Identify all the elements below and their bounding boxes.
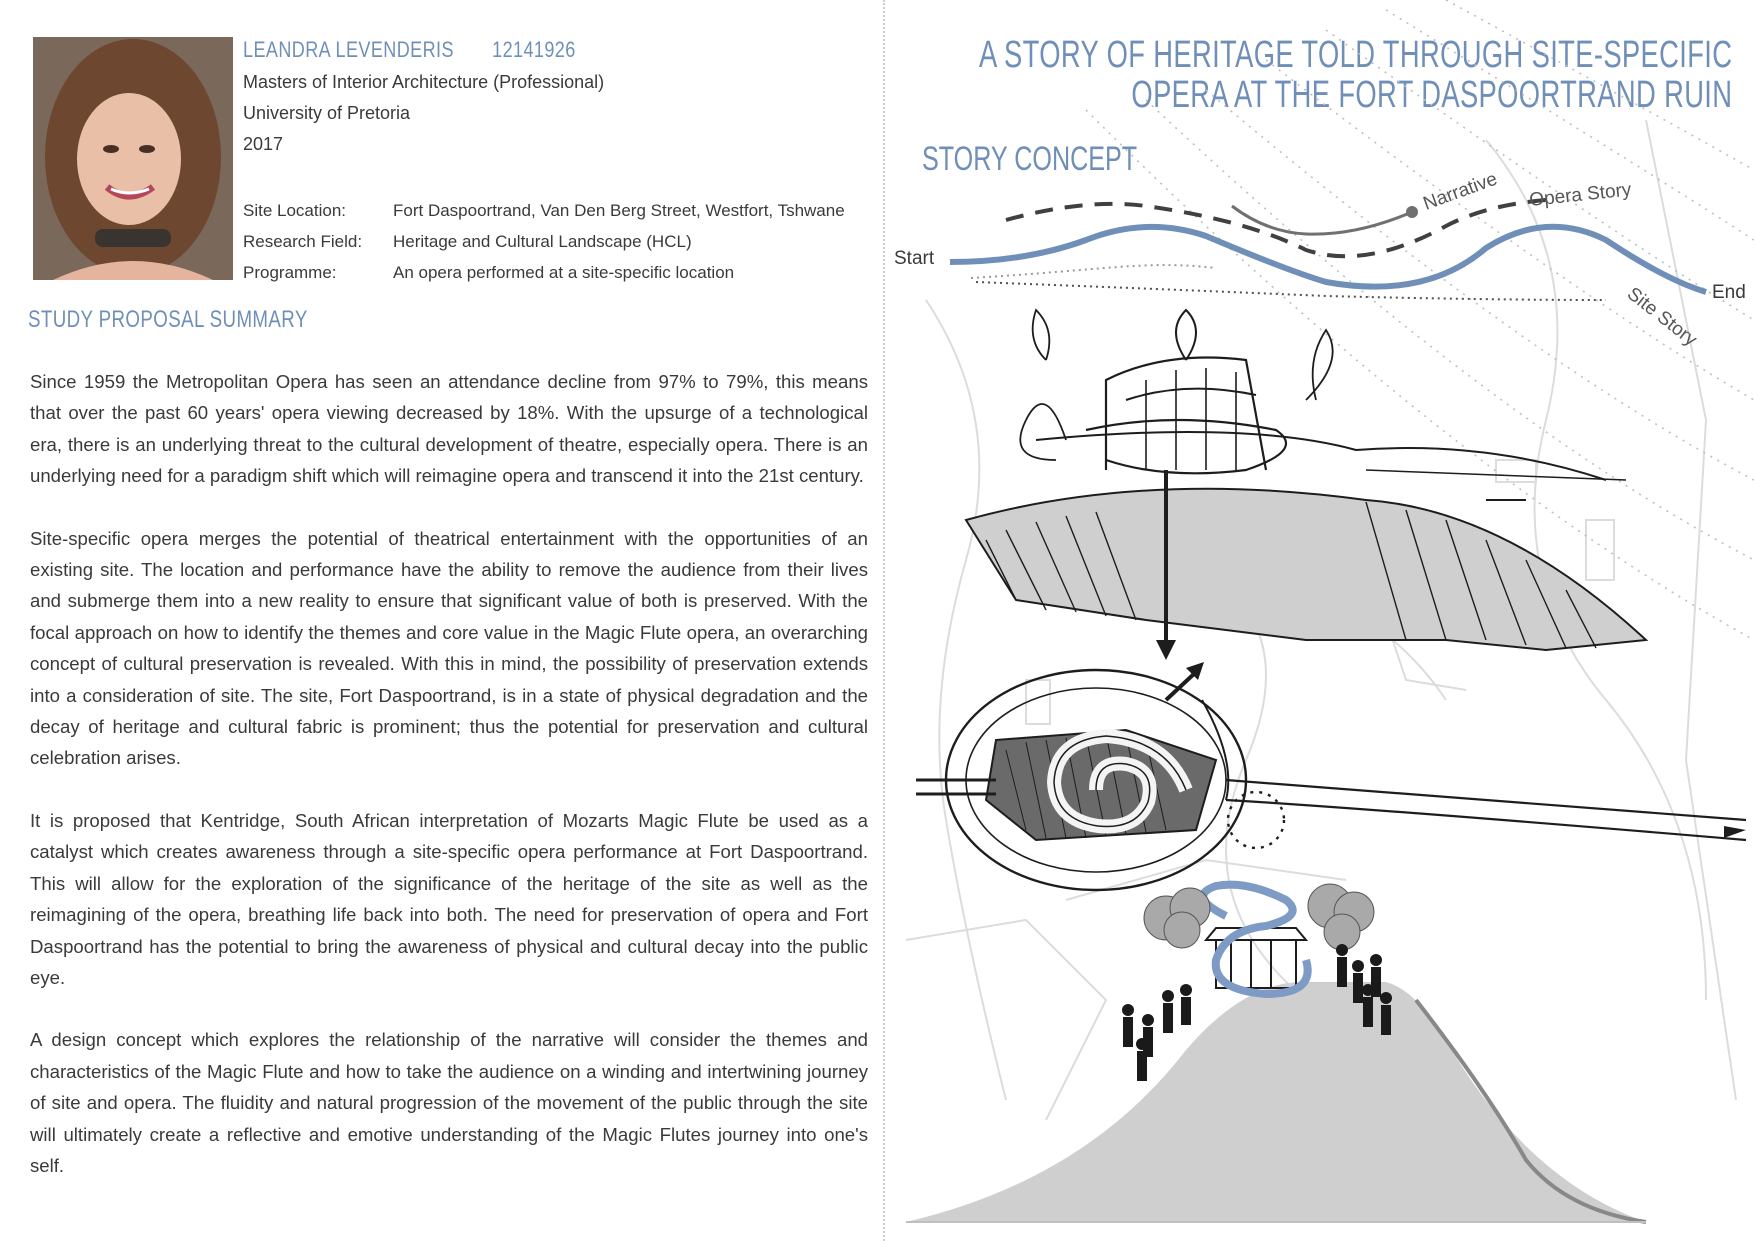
fort-section-sketch bbox=[964, 308, 1649, 652]
blue-wind-swirl bbox=[1199, 880, 1312, 999]
detail-value: Fort Daspoortrand, Van Den Berg Street, … bbox=[393, 201, 845, 220]
main-title-line-2: OPERA AT THE FORT DASPOORTRAND RUIN bbox=[1131, 74, 1732, 116]
site-story-label: Site Story bbox=[1623, 283, 1701, 351]
summary-paragraph: Site-specific opera merges the potential… bbox=[30, 527, 868, 769]
detail-row-site-location: Site Location: Fort Daspoortrand, Van De… bbox=[243, 195, 845, 226]
mountain-section bbox=[906, 981, 1647, 1224]
profile-block: LEANDRA LEVENDERIS 12141926 Masters of I… bbox=[243, 37, 883, 160]
story-concept-diagram: STORY CONCEPT Start End Narrative Opera … bbox=[894, 0, 1754, 1224]
end-label: End bbox=[1712, 282, 1746, 303]
pavilion-sketch bbox=[1203, 927, 1309, 989]
project-details: Site Location: Fort Daspoortrand, Van De… bbox=[243, 195, 845, 288]
detail-label: Programme: bbox=[243, 263, 337, 282]
student-name: LEANDRA LEVENDERIS bbox=[243, 37, 454, 62]
opera-story-line bbox=[1005, 198, 1547, 259]
portrait-photo bbox=[33, 37, 233, 280]
site-story-line bbox=[949, 223, 1707, 295]
detail-row-research-field: Research Field: Heritage and Cultural La… bbox=[243, 226, 845, 257]
detail-value: Heritage and Cultural Landscape (HCL) bbox=[393, 232, 692, 251]
contour-dotted-arcs bbox=[1085, 0, 1754, 641]
narrative-label: Narrative bbox=[1421, 169, 1501, 215]
university: University of Pretoria bbox=[243, 103, 411, 123]
story-concept-title: STORY CONCEPT bbox=[922, 140, 1137, 178]
spiral-plan-sketch bbox=[916, 668, 1747, 892]
start-label: Start bbox=[894, 248, 935, 269]
main-title: A STORY OF HERITAGE TOLD THROUGH SITE-SP… bbox=[979, 35, 1732, 115]
main-title-line-1: A STORY OF HERITAGE TOLD THROUGH SITE-SP… bbox=[978, 34, 1732, 76]
summary-body: Since 1959 the Metropolitan Opera has se… bbox=[30, 366, 868, 1212]
summary-paragraph: Since 1959 the Metropolitan Opera has se… bbox=[30, 371, 868, 487]
narrative-line bbox=[1231, 204, 1413, 236]
summary-paragraph: It is proposed that Kentridge, South Afr… bbox=[30, 809, 868, 988]
detail-label: Site Location: bbox=[243, 201, 347, 220]
summary-paragraph: A design concept which explores the rela… bbox=[30, 1029, 868, 1176]
student-name-line: LEANDRA LEVENDERIS 12141926 bbox=[243, 37, 768, 67]
page-divider bbox=[883, 0, 885, 1241]
student-number: 12141926 bbox=[492, 37, 576, 62]
opera-story-label: Opera Story bbox=[1528, 179, 1633, 211]
people-silhouettes bbox=[1122, 944, 1392, 1081]
summary-title: STUDY PROPOSAL SUMMARY bbox=[28, 306, 308, 333]
right-page: A STORY OF HERITAGE TOLD THROUGH SITE-SP… bbox=[886, 0, 1754, 1241]
detail-value: An opera performed at a site-specific lo… bbox=[393, 263, 735, 282]
trees bbox=[1143, 883, 1375, 951]
detail-label: Research Field: bbox=[243, 232, 363, 251]
detail-row-programme: Programme: An opera performed at a site-… bbox=[243, 257, 845, 288]
year: 2017 bbox=[243, 134, 284, 154]
degree: Masters of Interior Architecture (Profes… bbox=[243, 72, 605, 92]
